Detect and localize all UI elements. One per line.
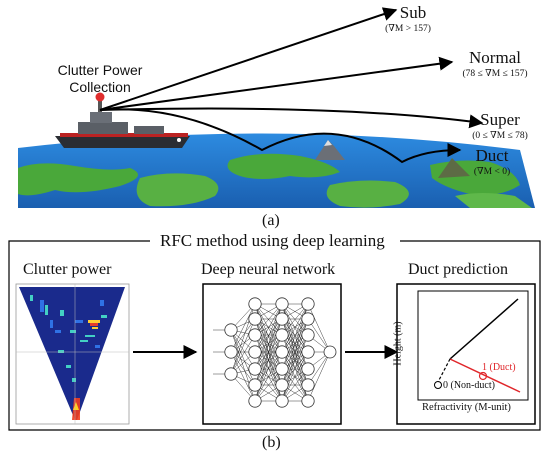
network-edge (254, 351, 283, 402)
duct-marker (478, 371, 488, 381)
network-node (275, 297, 289, 311)
duct-prediction-plot (396, 283, 536, 425)
network-node (301, 362, 315, 376)
stage2-title: Deep neural network (201, 261, 336, 278)
frame-title: RFC method using deep learning (156, 231, 389, 251)
clutter-power-image (15, 283, 130, 425)
plot-ylabel: Height (m) (392, 321, 404, 366)
network-node (275, 362, 289, 376)
ray-range-sub: (∇M > 157) (385, 24, 431, 34)
network-node (323, 345, 337, 359)
network-edge (230, 351, 256, 386)
network-node (301, 328, 315, 342)
network-node (301, 312, 315, 326)
network-edge (230, 329, 256, 386)
network-edge (307, 351, 331, 386)
caption-a: (a) (262, 212, 280, 229)
network-edge (230, 318, 256, 375)
plot-axes (417, 290, 529, 401)
network-node (248, 312, 262, 326)
ray-range-duct: (∇M < 0) (473, 167, 511, 177)
network-node (301, 394, 315, 408)
plot-xlabel: Refractivity (M-unit) (422, 402, 511, 413)
ship (55, 92, 190, 148)
ray-label-sub: Sub (399, 3, 427, 22)
network-edge (254, 318, 283, 353)
method-frame (8, 240, 541, 431)
land-mass (18, 163, 138, 196)
network-edge (230, 351, 256, 402)
network-node (248, 297, 262, 311)
ray-label-duct: Duct (475, 146, 509, 165)
network-node (248, 394, 262, 408)
mountain (315, 140, 345, 160)
land-mass (227, 153, 340, 179)
network-edge (281, 351, 309, 402)
network-edge (307, 318, 331, 353)
ray-sub (99, 7, 398, 111)
ray-label-normal: Normal (469, 48, 521, 67)
network-node (275, 345, 289, 359)
earth-surface (18, 133, 535, 208)
network-edge (281, 303, 309, 336)
network-node (224, 367, 238, 381)
network-edge (281, 368, 309, 402)
collector-label-line2: Collection (69, 79, 131, 95)
stage3-title: Duct prediction (408, 261, 508, 278)
network-edge (281, 318, 309, 353)
label-duct: 1 (Duct) (482, 362, 516, 373)
label-nonduct: 0 (Non-duct) (443, 380, 495, 391)
profile-trunk (437, 358, 451, 383)
network-node (275, 312, 289, 326)
network-node (224, 345, 238, 359)
network-edge (230, 329, 256, 370)
land-mass (455, 193, 532, 208)
ray-label-super: Super (480, 110, 520, 129)
network-node (301, 345, 315, 359)
network-node (301, 297, 315, 311)
stage1-title: Clutter power (23, 261, 112, 278)
network-node (248, 345, 262, 359)
network-edge (281, 303, 309, 353)
nonduct-profile-line (449, 298, 519, 360)
network-edge (254, 368, 283, 402)
duct-profile-line (449, 358, 521, 393)
network-node (275, 378, 289, 392)
network-node (301, 378, 315, 392)
network-node (224, 323, 238, 337)
network-edge (230, 334, 256, 375)
network-edge (307, 303, 331, 353)
network-node (275, 328, 289, 342)
nonduct-marker (434, 381, 442, 389)
propagation-rays (99, 7, 484, 164)
ray-duct (99, 108, 462, 164)
ray-range-normal: (78 ≤ ∇M ≤ 157) (462, 69, 528, 79)
network-edge (254, 303, 283, 336)
collector-label-line1: Clutter Power (57, 62, 143, 78)
network-edge (254, 334, 283, 402)
ray-super (99, 107, 484, 129)
neural-network-diagram (202, 283, 342, 425)
ray-normal (99, 56, 454, 111)
network-edge (230, 303, 256, 353)
mountain (438, 158, 470, 178)
network-edge (307, 351, 331, 402)
network-edge (254, 303, 283, 353)
network-node (248, 378, 262, 392)
ray-range-super: (0 ≤ ∇M ≤ 78) (472, 131, 528, 141)
network-node (248, 362, 262, 376)
caption-b: (b) (262, 434, 281, 451)
land-mass (326, 180, 409, 208)
network-node (275, 394, 289, 408)
network-edge (281, 334, 309, 402)
network-edge (230, 318, 256, 353)
land-mass (136, 173, 219, 207)
network-node (248, 328, 262, 342)
